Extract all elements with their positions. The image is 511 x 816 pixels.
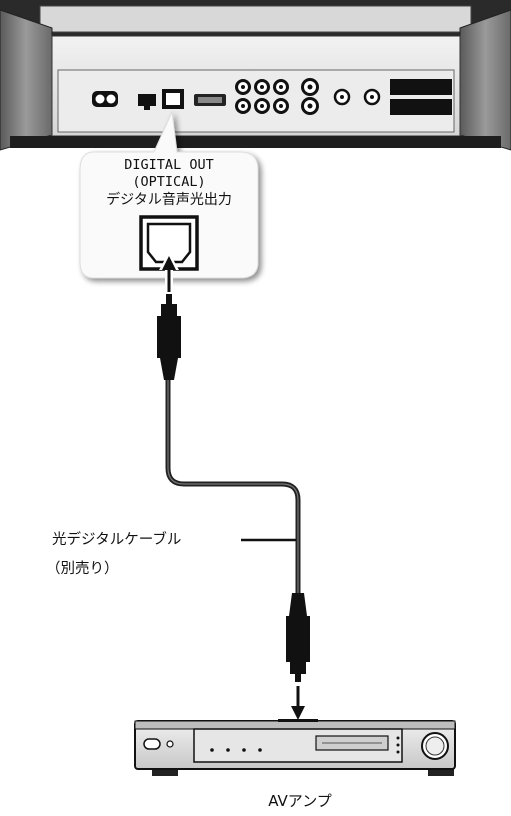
optical-port-icon (139, 215, 199, 271)
component-jack (307, 103, 313, 109)
port-callout (79, 110, 259, 279)
card-slots (390, 79, 452, 115)
av-jack (260, 85, 264, 89)
av-jack (279, 104, 283, 108)
av-jack (241, 85, 245, 89)
cable-label-line2: （別売り） (46, 561, 119, 577)
av-amplifier (134, 719, 456, 776)
optical-port (162, 89, 184, 109)
cable-label-line1: 光デジタルケーブル (52, 532, 182, 548)
amp-label: AVアンプ (268, 792, 332, 810)
upper-optical-plug (157, 294, 181, 380)
av-jack (279, 85, 283, 89)
insert-arrow-down (291, 686, 305, 720)
serial-port (194, 94, 226, 106)
port-label-line3: デジタル音声光出力 (106, 192, 232, 208)
port-label-line1: DIGITAL OUT (124, 157, 214, 173)
lower-optical-plug (286, 593, 310, 682)
component-jack (307, 84, 313, 90)
av-jack (260, 104, 264, 108)
insert-arrow-up (159, 252, 179, 292)
antenna-terminals (333, 88, 381, 106)
port-label-line2: (OPTICAL) (132, 174, 206, 190)
lan-port (138, 94, 156, 110)
optical-cable (165, 378, 301, 598)
av-jack (241, 104, 245, 108)
av-jack-group (235, 78, 319, 115)
power-inlet (92, 91, 118, 107)
device-rear-panel (0, 0, 511, 151)
